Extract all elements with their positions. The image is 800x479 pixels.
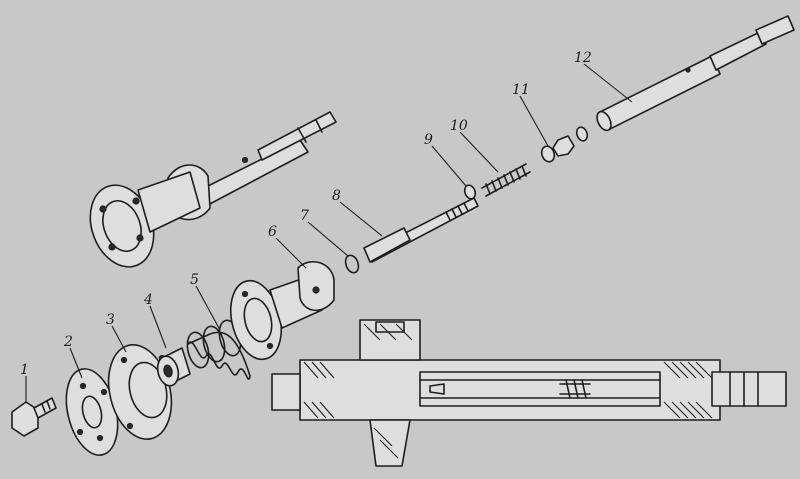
part-1-bolt bbox=[11, 397, 57, 437]
assembled-shaft-upper bbox=[89, 111, 337, 268]
callout-7: 7 bbox=[300, 208, 309, 224]
part-5-spring bbox=[186, 319, 251, 380]
part-8-rod bbox=[363, 197, 479, 263]
callout-4: 4 bbox=[143, 292, 153, 308]
callout-labels: 1 2 3 4 5 6 7 8 9 10 11 12 bbox=[20, 50, 592, 378]
part-2-disc bbox=[65, 368, 119, 456]
callout-2: 2 bbox=[63, 334, 73, 350]
part-6-housing bbox=[229, 260, 335, 361]
part-9-washer bbox=[463, 184, 477, 200]
callout-10: 10 bbox=[450, 118, 468, 134]
callout-5: 5 bbox=[190, 272, 199, 288]
part-10-long-spring bbox=[481, 163, 531, 197]
part-7-ring bbox=[344, 254, 360, 274]
sectional-view-assembly bbox=[271, 319, 787, 467]
part-12-tube bbox=[596, 15, 795, 132]
callout-8: 8 bbox=[332, 188, 341, 204]
part-4-bushing bbox=[156, 347, 191, 387]
callout-3: 3 bbox=[106, 312, 115, 328]
callout-11: 11 bbox=[512, 82, 530, 98]
callout-1: 1 bbox=[20, 362, 29, 378]
callout-12: 12 bbox=[574, 50, 592, 66]
part-11-nuts bbox=[540, 126, 589, 163]
leader-lines bbox=[25, 63, 633, 402]
callout-6: 6 bbox=[268, 224, 277, 240]
callout-9: 9 bbox=[424, 132, 433, 148]
